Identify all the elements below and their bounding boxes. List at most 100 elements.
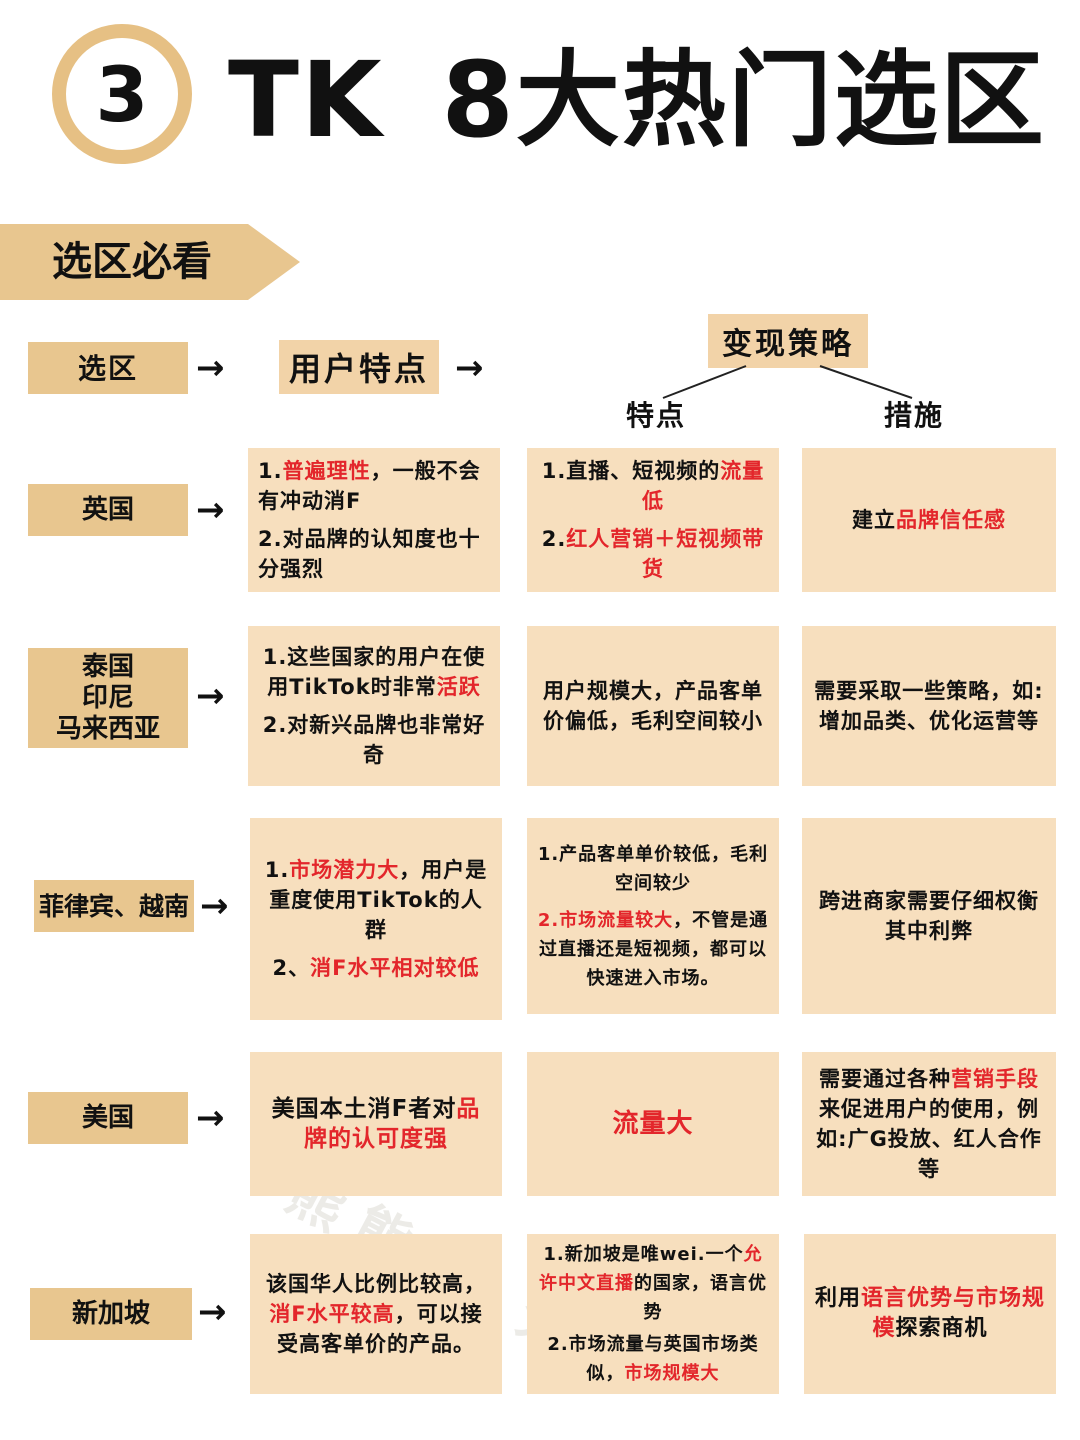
body-text: 建立 [852, 508, 896, 532]
body-text: 2、 [272, 956, 311, 980]
highlight-text: 市场规模大 [624, 1363, 720, 1384]
strategy-measures-cell: 需要通过各种营销手段来促进用户的使用，例如:广G投放、红人合作等 [802, 1052, 1056, 1196]
body-text: 需要采取一些策略，如:增加品类、优化运营等 [814, 679, 1044, 733]
cell-paragraph: 2.对品牌的认知度也十分强烈 [258, 524, 490, 584]
strategy-features-cell: 1.直播、短视频的流量低 2.红人营销＋短视频带货 [527, 448, 779, 592]
body-text: 1. [264, 858, 290, 882]
cell-paragraph: 1.这些国家的用户在使用TikTok时非常活跃 [258, 642, 490, 702]
section-banner [0, 224, 300, 300]
body-text: 利用 [814, 1286, 861, 1311]
cell-paragraph: 需要通过各种营销手段来促进用户的使用，例如:广G投放、红人合作等 [812, 1064, 1046, 1184]
highlight-text: 市场流量较大 [559, 909, 674, 931]
column-header-users: 用户特点 [279, 340, 439, 394]
highlight-text: 品牌信任感 [896, 508, 1006, 532]
arrow-icon: → [200, 886, 229, 926]
region-label: 美国 [28, 1092, 188, 1144]
body-text: 2.对品牌的认知度也十分强烈 [258, 527, 481, 581]
user-traits-cell: 1.这些国家的用户在使用TikTok时非常活跃 2.对新兴品牌也非常好奇 [248, 626, 500, 786]
cell-paragraph: 流量大 [612, 1109, 693, 1139]
arrow-icon: → [198, 1292, 227, 1332]
strategy-measures-cell: 建立品牌信任感 [802, 448, 1056, 592]
region-label: 英国 [28, 484, 188, 536]
cell-paragraph: 利用语言优势与市场规模探索商机 [814, 1284, 1046, 1344]
body-text: 2.市场流量与英国市场类似， [547, 1334, 759, 1384]
body-text: 的国家，语言优势 [634, 1273, 767, 1323]
strategy-measures-cell: 需要采取一些策略，如:增加品类、优化运营等 [802, 626, 1056, 786]
arrow-icon: → [455, 348, 484, 388]
region-label: 泰国 印尼 马来西亚 [28, 648, 188, 748]
cell-paragraph: 2.市场流量与英国市场类似，市场规模大 [537, 1330, 769, 1388]
cell-paragraph: 2、消F水平相对较低 [273, 953, 480, 983]
cell-paragraph: 建立品牌信任感 [852, 505, 1006, 535]
page-title: TK 8大热门选区 [228, 40, 1046, 160]
cell-paragraph: 需要采取一些策略，如:增加品类、优化运营等 [812, 676, 1046, 736]
user-traits-cell: 1.普遍理性，一般不会有冲动消F 2.对品牌的认知度也十分强烈 [248, 448, 500, 592]
body-text: 1.直播、短视频的 [541, 459, 721, 483]
cell-paragraph: 跨进商家需要仔细权衡其中利弊 [812, 886, 1046, 946]
title-tk: TK [228, 39, 384, 161]
highlight-text: 营销手段 [951, 1067, 1039, 1091]
cell-paragraph: 2.红人营销＋短视频带货 [537, 524, 769, 584]
cell-paragraph: 2.市场流量较大，不管是通过直播还是短视频，都可以快速进入市场。 [537, 906, 769, 993]
column-header-features: 特点 [626, 399, 687, 432]
body-text: ，用户是重度使用TikTok的人群 [269, 858, 488, 942]
highlight-text: 允许中文直播 [539, 1244, 763, 1294]
highlight-text: 语言优势与市场规模 [861, 1286, 1046, 1341]
region-label: 菲律宾、越南 [34, 880, 194, 932]
body-text: 2. [541, 527, 567, 551]
user-traits-cell: 1.市场潜力大，用户是重度使用TikTok的人群 2、消F水平相对较低 [250, 818, 502, 1020]
highlight-text: 市场潜力大 [289, 858, 400, 882]
body-text: 该国华人比例比较高， [266, 1272, 486, 1296]
body-text: 1.产品客单单价较低，毛利空间较少 [537, 843, 769, 894]
cell-paragraph: 1.产品客单单价较低，毛利空间较少 [537, 840, 769, 898]
column-header-strategy: 变现策略 [708, 314, 868, 368]
title-main: 8大热门选区 [441, 39, 1046, 161]
arrow-icon: → [196, 1098, 225, 1138]
column-header-region: 选区 [28, 342, 188, 394]
strategy-features-cell: 流量大 [527, 1052, 779, 1196]
cell-paragraph: 1.市场潜力大，用户是重度使用TikTok的人群 [260, 855, 492, 945]
cell-paragraph: 2.对新兴品牌也非常好奇 [258, 710, 490, 770]
body-text: 用户规模大，产品客单价偏低，毛利空间较小 [543, 679, 763, 733]
highlight-text: 流量大 [612, 1109, 694, 1139]
body-text: ，不管是通过直播还是短视频，都可以快速进入市场。 [539, 909, 769, 989]
cell-paragraph: 该国华人比例比较高， 消F水平较高，可以接受高客单价的产品。 [260, 1269, 492, 1359]
body-text: 跨进商家需要仔细权衡其中利弊 [819, 889, 1039, 943]
body-text: 美国本土消F者对 [271, 1096, 457, 1122]
body-text: 2.对新兴品牌也非常好奇 [262, 713, 486, 767]
user-traits-cell: 该国华人比例比较高， 消F水平较高，可以接受高客单价的产品。 [250, 1234, 502, 1394]
arrow-icon: → [196, 348, 225, 388]
arrow-icon: → [196, 676, 225, 716]
highlight-text: 消F水平相对较低 [310, 956, 480, 980]
highlight-text: 红人营销＋短视频带货 [566, 527, 765, 581]
highlight-text: 流量低 [642, 459, 765, 513]
body-text: 来促进用户的使用，例如:广G投放、红人合作等 [816, 1097, 1042, 1181]
cell-paragraph: 1.直播、短视频的流量低 [537, 456, 769, 516]
column-header-measures: 措施 [884, 399, 945, 432]
user-traits-cell: 美国本土消F者对品牌的认可度强 [250, 1052, 502, 1196]
section-number: 3 [95, 49, 149, 139]
highlight-text: 消F水平较高 [269, 1302, 395, 1326]
highlight-text: 品牌的认可度强 [304, 1096, 481, 1152]
body-text: 1.新加坡是唯wei.一个 [543, 1244, 744, 1265]
highlight-text: 2. [537, 909, 560, 931]
cell-paragraph: 用户规模大，产品客单价偏低，毛利空间较小 [537, 676, 769, 736]
body-text: 需要通过各种 [819, 1067, 951, 1091]
body-text: 探索商机 [895, 1316, 988, 1341]
strategy-measures-cell: 利用语言优势与市场规模探索商机 [804, 1234, 1056, 1394]
highlight-text: 普遍理性 [282, 459, 371, 483]
body-text: ，可以接受高客单价的产品。 [277, 1302, 483, 1356]
body-text: 1.这些国家的用户在使用TikTok时非常 [262, 645, 486, 699]
body-text: 1. [258, 459, 283, 483]
cell-paragraph: 美国本土消F者对品牌的认可度强 [260, 1094, 492, 1154]
cell-paragraph: 1.新加坡是唯wei.一个允许中文直播的国家，语言优势 [537, 1240, 769, 1327]
strategy-features-cell: 1.产品客单单价较低，毛利空间较少 2.市场流量较大，不管是通过直播还是短视频，都… [527, 818, 779, 1014]
strategy-measures-cell: 跨进商家需要仔细权衡其中利弊 [802, 818, 1056, 1014]
arrow-icon: → [196, 490, 225, 530]
body-text: ，一般不会有冲动消F [258, 459, 481, 513]
highlight-text: 活跃 [436, 675, 481, 699]
cell-paragraph: 1.普遍理性，一般不会有冲动消F [258, 456, 490, 516]
section-banner-label: 选区必看 [52, 239, 212, 285]
